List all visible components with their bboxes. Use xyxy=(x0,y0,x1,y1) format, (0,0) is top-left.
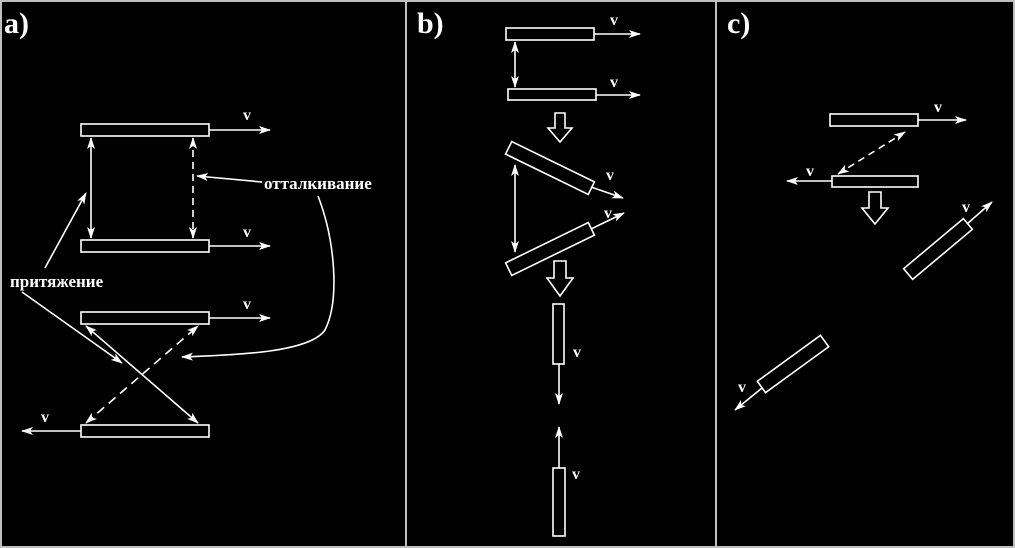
velocity-label-c1: v xyxy=(934,99,942,116)
rod-b6 xyxy=(552,467,566,537)
transition-arrow-c xyxy=(860,191,890,226)
panel-c xyxy=(734,113,993,411)
velocity-label-a2: v xyxy=(243,224,251,241)
rod-a3 xyxy=(80,311,210,325)
rod-a2 xyxy=(80,239,210,253)
repulsion-arrow-c xyxy=(837,131,906,175)
transition-arrow-b1 xyxy=(546,112,574,144)
panel-label-c: c) xyxy=(727,7,750,40)
panel-b xyxy=(504,27,641,537)
attraction-label: притяжение xyxy=(10,272,104,291)
velocity-arrow-c3 xyxy=(966,201,993,225)
velocity-label-b5: v xyxy=(573,344,581,361)
rod-b2 xyxy=(507,88,597,101)
rod-c2 xyxy=(831,175,919,188)
rod-c3 xyxy=(902,217,974,281)
velocity-label-b2: v xyxy=(610,74,618,91)
panel-label-b: b) xyxy=(417,7,444,40)
velocity-label-b6: v xyxy=(572,466,580,483)
repulsion-arrow-diagonal xyxy=(85,325,199,424)
velocity-label-c2: v xyxy=(806,163,814,180)
velocity-arrow-b3 xyxy=(590,186,624,199)
rod-b1 xyxy=(505,27,595,41)
velocity-label-b3: v xyxy=(606,167,614,184)
attraction-pointer-1 xyxy=(44,192,87,269)
repulsion-label: отталкивание xyxy=(264,174,372,193)
velocity-label-a3: v xyxy=(243,296,251,313)
rod-b4 xyxy=(504,221,596,277)
panel-label-a: a) xyxy=(4,7,29,40)
repulsion-pointer-1 xyxy=(196,173,263,183)
velocity-label-b4: v xyxy=(604,205,612,222)
rod-c1 xyxy=(829,113,919,127)
rod-a1 xyxy=(80,123,210,137)
attraction-pointer-2 xyxy=(21,291,123,364)
rod-b3 xyxy=(504,140,596,196)
panel-a xyxy=(21,123,335,438)
velocity-arrow-c4 xyxy=(734,387,763,411)
rod-b5 xyxy=(552,303,565,365)
rod-c4 xyxy=(756,334,830,394)
repulsion-pointer-2 xyxy=(181,195,335,361)
rod-a4 xyxy=(80,424,210,438)
velocity-label-c4: v xyxy=(738,379,746,396)
velocity-label-b1: v xyxy=(610,12,618,29)
transition-arrow-b2 xyxy=(545,260,575,298)
velocity-label-c3: v xyxy=(962,199,970,216)
velocity-arrow-b4 xyxy=(590,212,625,230)
velocity-label-a4: v xyxy=(41,409,49,426)
velocity-label-a1: v xyxy=(243,107,251,124)
